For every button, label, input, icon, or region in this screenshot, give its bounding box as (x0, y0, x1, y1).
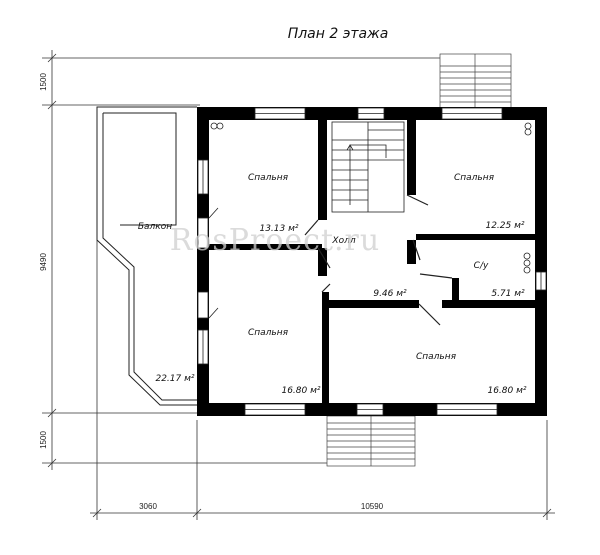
room-area-bedroom-ne: 12.25 м² (485, 221, 524, 231)
bottom-steps (326, 415, 416, 467)
fixtures (210, 122, 532, 274)
plan-title: План 2 этажа (288, 26, 389, 42)
room-name-bedroom-nw: Спальня (248, 173, 289, 183)
room-name-bathroom: С/у (474, 261, 489, 271)
dim-left-bottom: 1500 (39, 431, 48, 449)
room-area-bedroom-se: 16.80 м² (487, 386, 526, 396)
room-name-bedroom-se: Спальня (416, 352, 457, 362)
room-area-bedroom-sw: 16.80 м² (281, 386, 320, 396)
room-area-bathroom: 5.71 м² (491, 289, 525, 299)
interior-walls (209, 120, 535, 404)
room-area-hall: 9.46 м² (373, 289, 407, 299)
dim-left-top: 1500 (39, 73, 48, 91)
windows (197, 107, 547, 416)
room-name-hall: Холл (331, 236, 355, 246)
dim-bottom-left: 3060 (139, 502, 157, 511)
staircase (331, 121, 405, 213)
room-name-bedroom-sw: Спальня (248, 328, 289, 338)
balcony-doors (197, 207, 219, 319)
exterior-walls (197, 107, 547, 416)
room-name-balcony: Балкон (138, 222, 172, 232)
top-steps (439, 53, 512, 109)
balcony-outline (96, 106, 197, 406)
watermark: RosProect.ru (170, 223, 380, 258)
doors (304, 194, 453, 326)
dim-left-middle: 9490 (39, 253, 48, 271)
room-area-bedroom-nw: 13.13 м² (259, 224, 298, 234)
room-area-balcony: 22.17 м² (155, 374, 194, 384)
room-name-bedroom-ne: Спальня (454, 173, 495, 183)
dimension-lines (42, 50, 555, 520)
dim-bottom-main: 10590 (361, 502, 384, 511)
